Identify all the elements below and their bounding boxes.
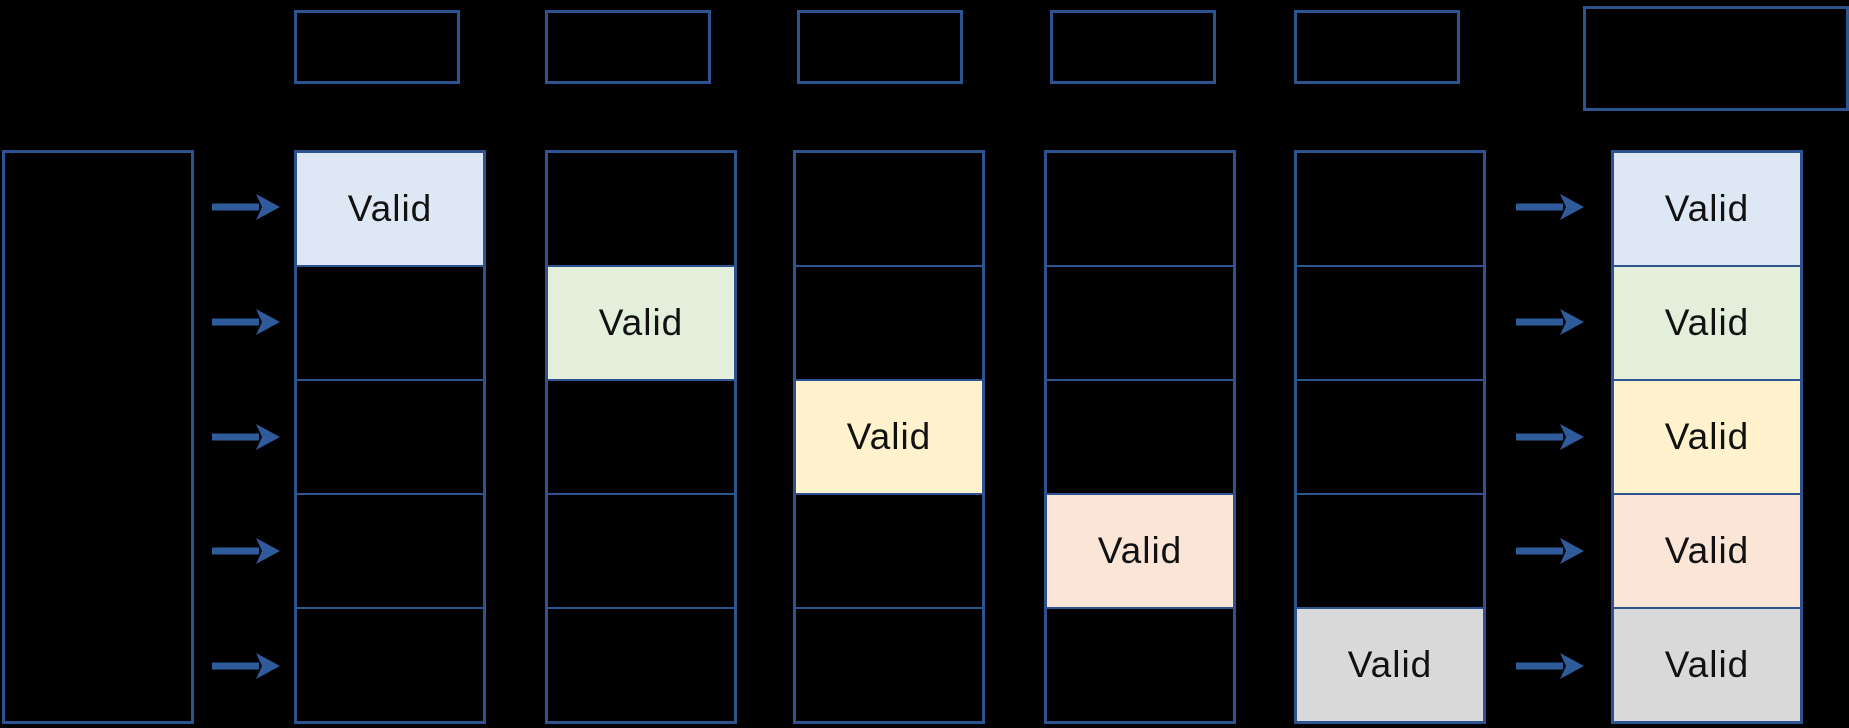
empty-cell	[796, 493, 982, 607]
left-arrow-icon	[212, 650, 280, 682]
empty-cell	[1297, 265, 1483, 379]
empty-cell	[1047, 265, 1233, 379]
valid-cell: Valid	[1614, 607, 1800, 721]
header-box-1	[294, 10, 460, 84]
header-box-5	[1294, 10, 1460, 84]
valid-cell: Valid	[548, 265, 734, 379]
header-box-4	[1050, 10, 1216, 84]
column-1: Valid	[294, 150, 486, 724]
empty-cell	[297, 607, 483, 721]
valid-cell: Valid	[1614, 379, 1800, 493]
empty-cell	[1047, 607, 1233, 721]
result-header-box	[1583, 6, 1849, 111]
left-arrow-icon	[212, 306, 280, 338]
valid-cell: Valid	[1047, 493, 1233, 607]
left-arrow-icon	[212, 535, 280, 567]
empty-cell	[548, 493, 734, 607]
column-2: Valid	[545, 150, 737, 724]
valid-cell: Valid	[297, 153, 483, 265]
empty-cell	[1047, 153, 1233, 265]
empty-cell	[1297, 493, 1483, 607]
valid-cell: Valid	[1297, 607, 1483, 721]
empty-cell	[297, 493, 483, 607]
header-box-2	[545, 10, 711, 84]
left-arrow-icon	[212, 191, 280, 223]
right-arrow-icon	[1516, 191, 1584, 223]
source-box	[2, 150, 194, 724]
empty-cell	[1047, 379, 1233, 493]
empty-cell	[548, 607, 734, 721]
empty-cell	[796, 153, 982, 265]
empty-cell	[1297, 379, 1483, 493]
empty-cell	[796, 607, 982, 721]
empty-cell	[297, 379, 483, 493]
empty-cell	[297, 265, 483, 379]
empty-cell	[548, 153, 734, 265]
valid-cell: Valid	[1614, 265, 1800, 379]
right-arrow-icon	[1516, 421, 1584, 453]
right-arrow-icon	[1516, 650, 1584, 682]
right-arrow-icon	[1516, 535, 1584, 567]
valid-cell: Valid	[796, 379, 982, 493]
column-4: Valid	[1044, 150, 1236, 724]
header-box-3	[797, 10, 963, 84]
valid-cell: Valid	[1614, 493, 1800, 607]
column-5: Valid	[1294, 150, 1486, 724]
empty-cell	[548, 379, 734, 493]
right-arrow-icon	[1516, 306, 1584, 338]
empty-cell	[1297, 153, 1483, 265]
left-arrow-icon	[212, 421, 280, 453]
column-3: Valid	[793, 150, 985, 724]
valid-cell: Valid	[1614, 153, 1800, 265]
empty-cell	[796, 265, 982, 379]
